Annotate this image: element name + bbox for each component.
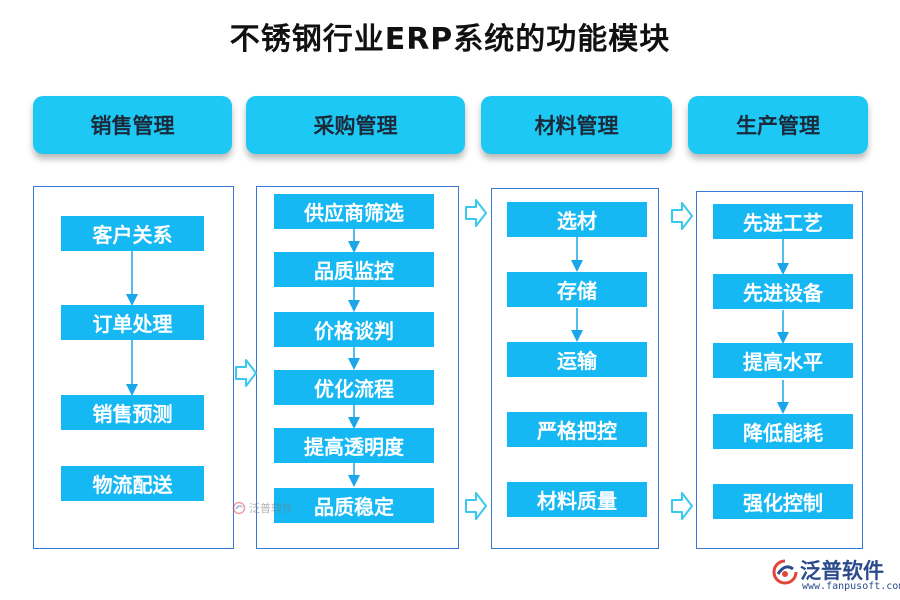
step-box: 物流配送: [61, 466, 204, 501]
step-label: 品质监控: [314, 259, 394, 283]
step-box: 优化流程: [274, 370, 434, 405]
module-header-label: 销售管理: [90, 114, 175, 138]
step-box: 订单处理: [61, 305, 204, 340]
module-header-sales: 销售管理: [33, 96, 232, 154]
brand-logo: 泛普软件 www.fanpusoft.com: [772, 555, 900, 597]
step-box: 提高水平: [713, 343, 853, 378]
step-label: 订单处理: [92, 312, 173, 336]
step-label: 降低能耗: [743, 421, 823, 445]
step-label: 提高透明度: [304, 435, 404, 459]
brand-name: 泛普软件: [800, 559, 884, 583]
step-label: 运输: [557, 349, 597, 373]
step-box: 销售预测: [61, 395, 204, 430]
step-box: 品质监控: [274, 252, 434, 287]
step-label: 品质稳定: [314, 495, 394, 519]
step-label: 强化控制: [743, 491, 823, 515]
flow-arrow-icon: [465, 492, 487, 520]
flow-arrow-icon: [235, 359, 257, 387]
watermark-text: 泛普软件: [249, 502, 293, 515]
watermark: 泛普软件: [232, 500, 293, 516]
step-label: 材料质量: [537, 489, 617, 513]
step-box: 品质稳定: [274, 488, 434, 523]
step-label: 物流配送: [92, 473, 173, 497]
step-box: 材料质量: [507, 482, 647, 517]
flow-arrow-icon: [671, 202, 693, 230]
step-box: 运输: [507, 342, 647, 377]
step-label: 先进设备: [743, 281, 823, 305]
step-label: 供应商筛选: [304, 201, 404, 225]
step-box: 强化控制: [713, 484, 853, 519]
module-header-label: 材料管理: [534, 114, 619, 138]
module-header-production: 生产管理: [688, 96, 868, 154]
step-label: 客户关系: [92, 223, 173, 247]
step-label: 先进工艺: [743, 211, 823, 235]
step-box: 供应商筛选: [274, 194, 434, 229]
step-box: 先进工艺: [713, 204, 853, 239]
step-label: 销售预测: [92, 402, 173, 426]
flow-arrow-icon: [671, 492, 693, 520]
module-header-purchasing: 采购管理: [246, 96, 465, 154]
step-box: 客户关系: [61, 216, 204, 251]
brand-logo-icon: [772, 559, 798, 585]
step-label: 严格把控: [537, 419, 617, 443]
brand-url: www.fanpusoft.com: [802, 581, 900, 592]
module-header-label: 采购管理: [313, 114, 398, 138]
step-box: 提高透明度: [274, 428, 434, 463]
flow-arrow-icon: [465, 199, 487, 227]
module-header-label: 生产管理: [736, 114, 820, 138]
step-box: 先进设备: [713, 274, 853, 309]
step-label: 选材: [557, 209, 597, 233]
step-box: 严格把控: [507, 412, 647, 447]
step-label: 存储: [557, 279, 597, 303]
step-box: 存储: [507, 272, 647, 307]
step-box: 选材: [507, 202, 647, 237]
step-label: 提高水平: [743, 350, 823, 374]
step-label: 优化流程: [314, 377, 394, 401]
watermark-logo-icon: [232, 501, 246, 515]
step-box: 价格谈判: [274, 312, 434, 347]
diagram-title: 不锈钢行业ERP系统的功能模块: [229, 22, 671, 57]
module-header-materials: 材料管理: [481, 96, 672, 154]
step-label: 价格谈判: [314, 319, 394, 343]
step-box: 降低能耗: [713, 414, 853, 449]
